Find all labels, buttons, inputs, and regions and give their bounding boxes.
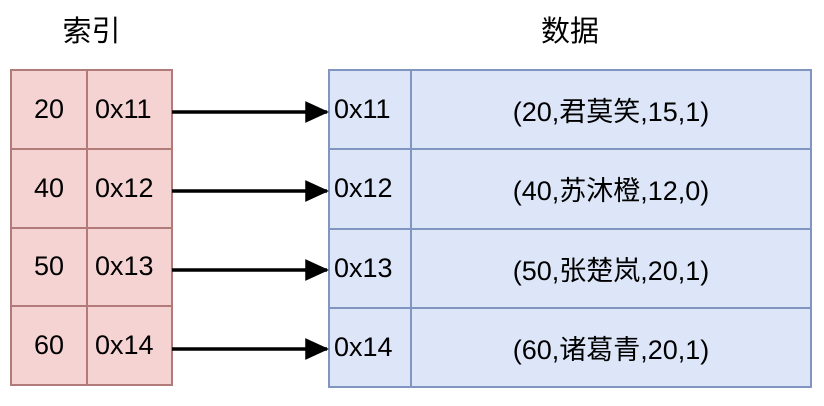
index-key-cell: 50 [12,228,88,306]
index-table-row: 60 0x14 [12,307,171,384]
data-record-cell: (50,张楚岚,20,1) [512,255,710,286]
data-table: 0x11 (20,君莫笑,15,1) 0x12 (40,苏沐橙,12,0) 0x… [328,69,812,388]
data-address-cell: 0x14 [330,308,412,386]
index-table-row: 20 0x11 [12,71,171,150]
index-column-header: 索引 [62,16,121,48]
data-record-cell: (40,苏沐橙,12,0) [512,176,710,207]
data-table-row: 0x13 (50,张楚岚,20,1) [330,229,810,309]
data-column-header: 数据 [540,16,599,48]
data-record-cell: (20,君莫笑,15,1) [512,97,710,128]
index-table-row: 50 0x13 [12,228,171,308]
data-address-cell: 0x11 [330,71,412,149]
index-address-cell: 0x12 [95,172,154,203]
data-table-row: 0x12 (40,苏沐橙,12,0) [330,150,810,230]
data-address-cell: 0x12 [330,150,412,228]
data-address-cell: 0x13 [330,229,412,307]
index-table: 20 0x11 40 0x12 50 0x13 60 0x14 [10,69,173,386]
index-key-cell: 20 [12,71,88,148]
index-key-cell: 40 [12,149,88,227]
index-address-cell: 0x13 [95,251,154,282]
index-address-cell: 0x14 [95,330,154,361]
data-table-row: 0x14 (60,诸葛青,20,1) [330,308,810,386]
index-key-cell: 60 [12,307,88,384]
index-address-cell: 0x11 [95,93,152,124]
data-table-row: 0x11 (20,君莫笑,15,1) [330,71,810,151]
data-record-cell: (60,诸葛青,20,1) [512,334,710,365]
index-table-row: 40 0x12 [12,149,171,229]
